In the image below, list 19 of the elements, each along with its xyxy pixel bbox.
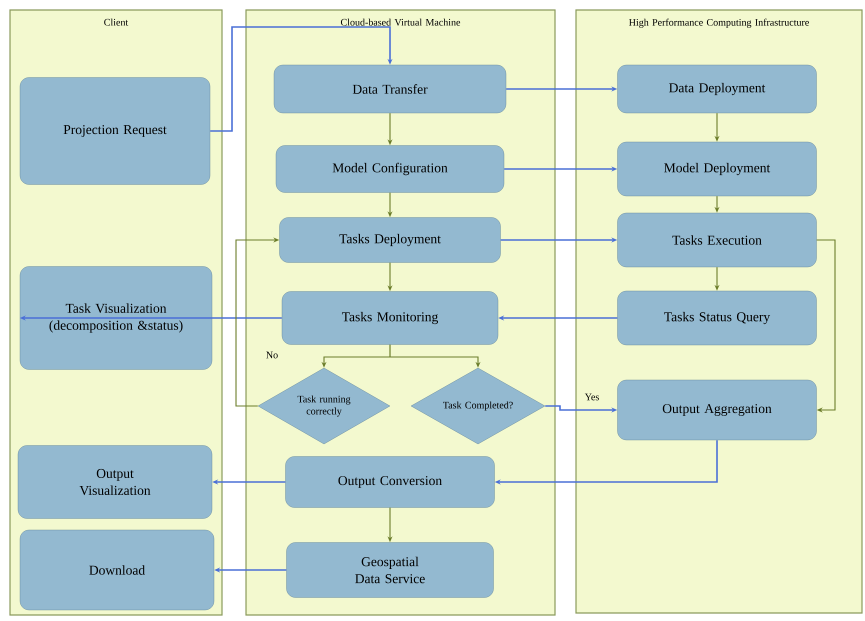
process-box: Download — [20, 530, 214, 610]
edge-label: No — [266, 352, 278, 358]
process-box: Data Transfer — [274, 64, 506, 114]
arrow — [816, 239, 836, 413]
edge-label: Yes — [584, 394, 599, 400]
process-box: Model Deployment — [617, 142, 817, 196]
process-box: Tasks Deployment — [279, 217, 501, 263]
process-box: Output Aggregation — [617, 380, 817, 440]
process-box: Tasks Monitoring — [282, 291, 498, 345]
process-box: Model Configuration — [276, 145, 504, 193]
arrow — [210, 26, 393, 132]
process-box: Tasks Execution — [617, 212, 817, 268]
process-box: Task Visualization (decomposition &status) — [20, 266, 212, 370]
process-box: Output Visualization — [18, 445, 212, 519]
process-box: Data Deployment — [617, 64, 817, 114]
process-box: Geospatial Data Service — [286, 542, 494, 598]
process-box: Tasks Status Query — [617, 290, 817, 346]
process-box: Output Conversion — [285, 456, 495, 508]
process-box: Projection Request — [20, 77, 210, 185]
